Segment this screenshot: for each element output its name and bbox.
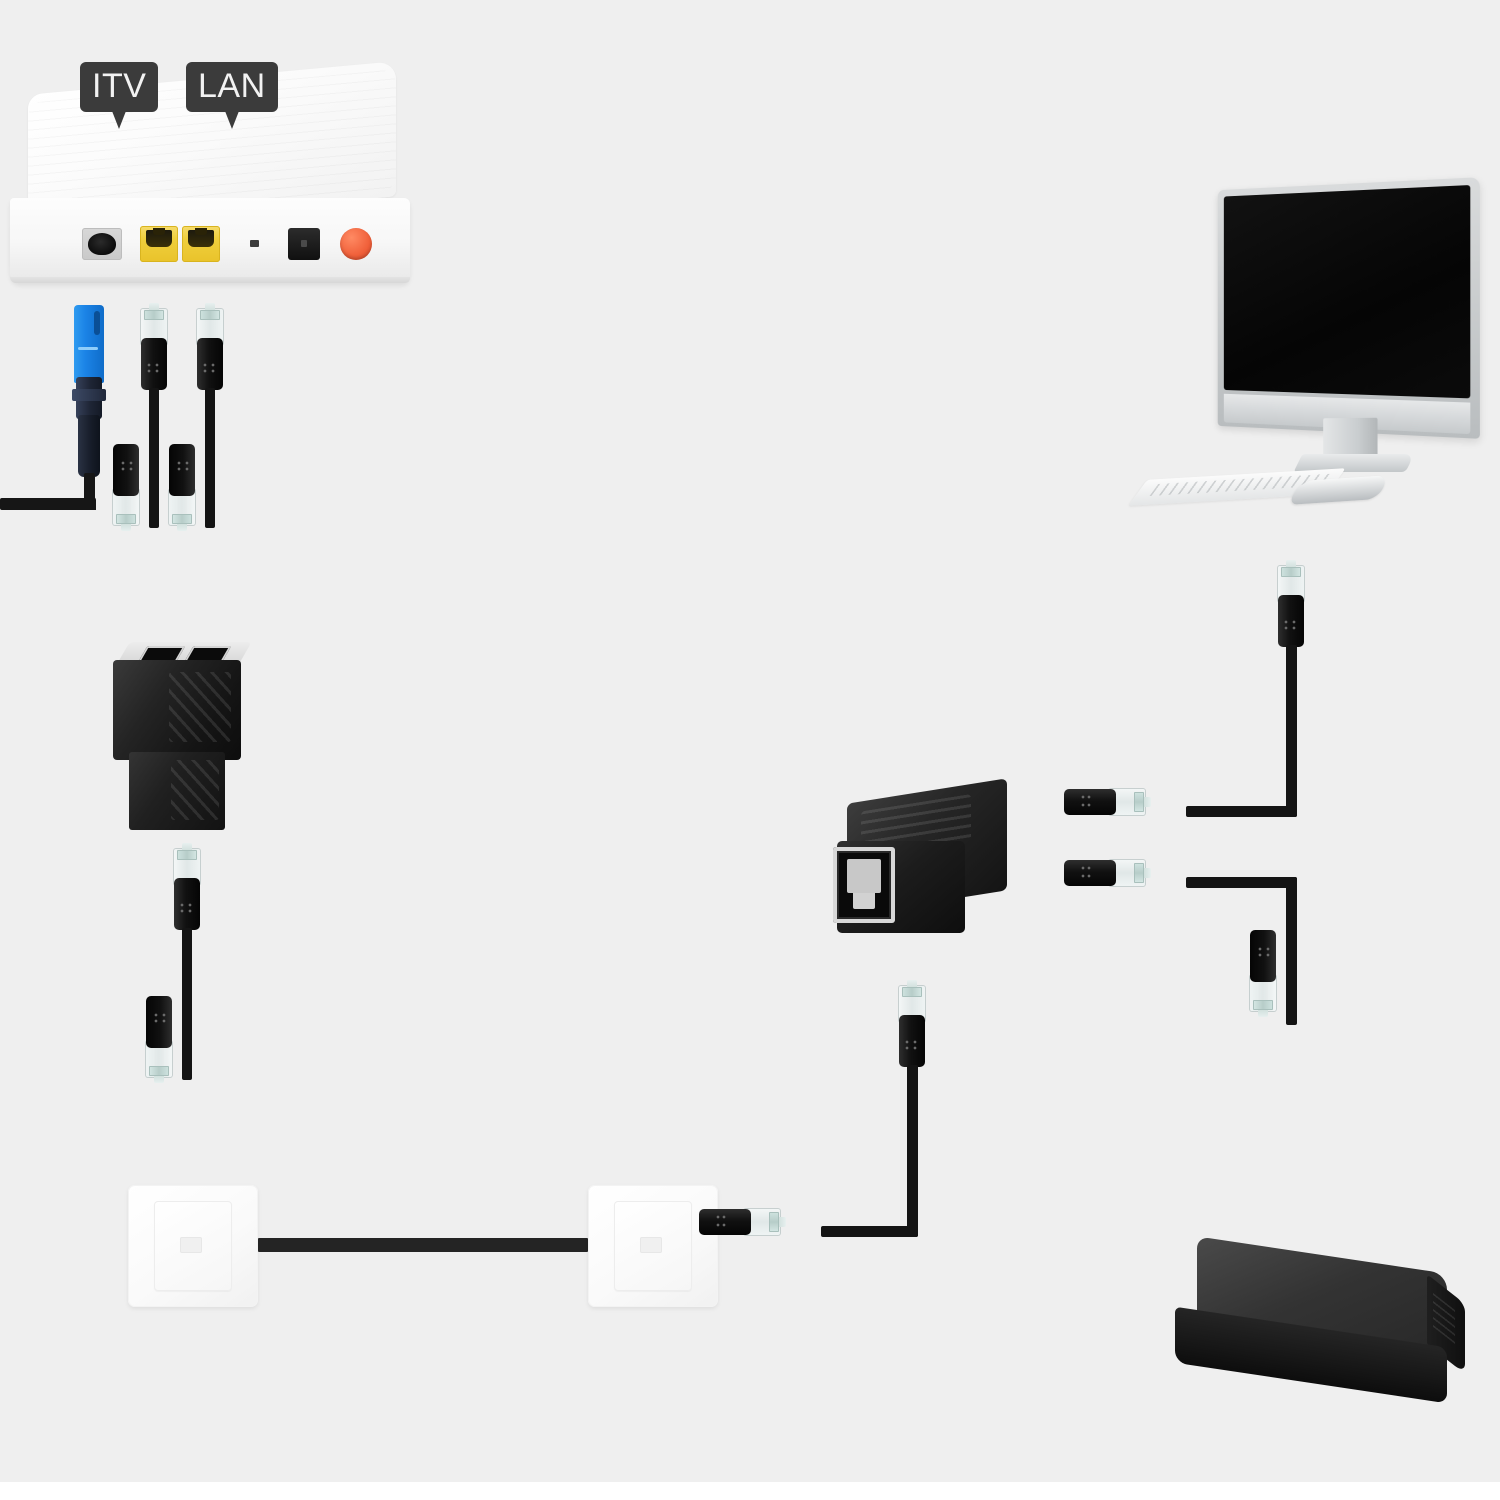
rj45-clip-icon	[205, 303, 215, 311]
optical-fiber-port[interactable]	[82, 228, 122, 260]
reset-button[interactable]	[340, 228, 372, 260]
splitter1-stem	[129, 752, 225, 830]
optical-fiber-cable	[0, 305, 120, 520]
fiber-sc-connector	[74, 305, 104, 383]
rj45-clip-icon	[1143, 868, 1151, 878]
fiber-wire-horizontal	[0, 498, 90, 510]
rj45-clip-icon	[154, 1075, 164, 1083]
cable-wire-horizontal	[1186, 877, 1297, 888]
cable-wire	[149, 388, 159, 528]
onu-router: ITV LAN	[8, 61, 410, 303]
monitor-panel	[1217, 177, 1480, 439]
rj45-clip-icon	[182, 843, 192, 851]
rj45-clip-icon	[1258, 1009, 1268, 1017]
patch-cable-splitter2-to-stb	[1064, 852, 1328, 1142]
in-wall-ethernet-run	[258, 1238, 588, 1252]
cable-wire-horizontal	[821, 1226, 918, 1237]
rj45-clip-icon	[1286, 560, 1296, 568]
cable-wire-vertical	[1286, 877, 1297, 1025]
rj45-wall-plate-left[interactable]	[128, 1185, 258, 1307]
status-led	[250, 240, 259, 247]
cable-wire-vertical	[907, 1065, 918, 1237]
rj45-clip-icon	[177, 523, 187, 531]
cable-wire-horizontal	[1186, 806, 1297, 817]
rj45-wall-plate-right[interactable]	[588, 1185, 718, 1307]
callout-label-itv: ITV	[80, 62, 159, 129]
cable-wire	[205, 388, 215, 528]
patch-cable-wallplate-to-splitter2	[699, 980, 945, 1265]
rj45-clip-icon	[1143, 797, 1151, 807]
patch-cable-onu-itv	[112, 303, 178, 614]
patch-cable-onu-lan	[168, 303, 234, 614]
cable-wire-vertical	[1286, 645, 1297, 817]
splitter1-body	[113, 660, 241, 760]
bottom-white-strip	[0, 1482, 1500, 1500]
rj45-clip-icon	[149, 303, 159, 311]
callout-label-lan: LAN	[186, 62, 278, 129]
fiber-connector-boot	[78, 415, 100, 477]
monitor-screen	[1223, 185, 1471, 399]
rj45-clip-icon	[907, 980, 917, 988]
patch-cable-splitter-to-wallplate	[145, 843, 211, 1168]
monitor-stand-neck	[1323, 417, 1378, 459]
lan-port[interactable]	[182, 226, 220, 262]
itv-lan-port[interactable]	[140, 226, 178, 262]
rj45-clip-icon	[121, 523, 131, 531]
splitter2-socket[interactable]	[833, 847, 895, 923]
fiber-connector-neck	[72, 377, 106, 419]
power-jack[interactable]	[288, 228, 320, 260]
all-in-one-computer	[1128, 177, 1480, 518]
set-top-box	[1165, 1236, 1465, 1420]
rj45-splitter-adapter-2[interactable]	[825, 778, 1035, 950]
cable-wire	[182, 928, 192, 1080]
rj45-clip-icon	[778, 1217, 786, 1227]
patch-cable-splitter2-to-computer	[1064, 560, 1328, 855]
rj45-splitter-adapter-1[interactable]	[105, 640, 265, 855]
fiber-wire-vertical	[84, 473, 95, 509]
